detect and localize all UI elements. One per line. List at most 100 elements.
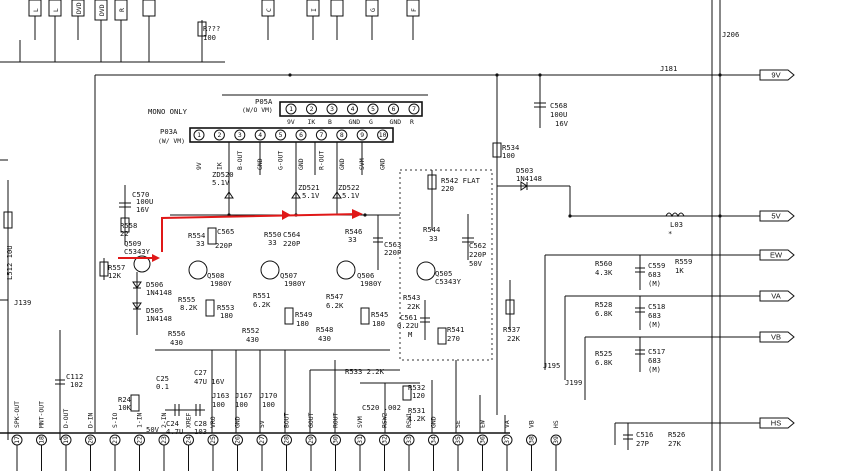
d503-part: 1N4148	[516, 174, 542, 183]
r545-val: 180	[372, 319, 385, 328]
q505-ref: Q505	[435, 269, 452, 278]
r526-val: 27K	[668, 439, 682, 448]
top-label-4: DVD	[98, 4, 106, 16]
rail-hs-label: HS	[771, 419, 781, 428]
bottom-pin-name: S-IO	[111, 412, 119, 428]
zd521-val: 5.1V	[302, 191, 320, 200]
r558-ref: R558	[120, 221, 137, 230]
p05a-pins-signal: GND	[390, 118, 402, 126]
zd521-ref: ZD521	[298, 183, 320, 192]
bottom-pin-name: SE	[454, 420, 462, 428]
r559-ref: R559	[675, 257, 692, 266]
d505-ref: D505	[146, 306, 163, 315]
annotation-arrows	[118, 209, 363, 262]
c564-ref: C564	[283, 230, 300, 239]
r547-ref: R547	[326, 292, 343, 301]
l03-ref: L03	[670, 220, 683, 229]
p03a-pins-pin-number: 6	[299, 131, 303, 139]
rail-va-flag	[759, 290, 795, 302]
c570-volt: 16V	[136, 205, 150, 214]
rail-ew-flag	[759, 249, 795, 261]
bottom-pin-number: 38	[528, 436, 536, 444]
top-label-8: G	[369, 8, 377, 12]
q508-part: 1980Y	[210, 279, 232, 288]
j167-ref: J167	[235, 391, 252, 400]
p03a-pins-signal: 9V	[195, 162, 203, 170]
r-top-ref: R???	[203, 24, 220, 33]
rail-ew-label: EW	[770, 251, 783, 260]
c518-ref: C518	[648, 302, 665, 311]
p03a-pins-pin-4	[254, 129, 266, 141]
p03a-pins-pin-number: 10	[379, 131, 387, 139]
bottom-pin-number: 20	[87, 436, 95, 444]
c516-val: 27P	[636, 439, 649, 448]
bottom-pin-name: HS	[552, 420, 560, 428]
j206-label: J206	[722, 30, 739, 39]
c112-ref: C112	[66, 372, 83, 381]
r545-ref: R545	[371, 310, 388, 319]
j167-val: 100	[235, 400, 248, 409]
r556-val: 430	[170, 338, 183, 347]
r551-ref: R551	[253, 291, 270, 300]
q507-part: 1980Y	[284, 279, 306, 288]
bottom-pin-number: 31	[356, 436, 364, 444]
r556-ref: R556	[168, 329, 185, 338]
bottom-pin-number: 21	[111, 436, 119, 444]
bottom-pin-number: 35	[454, 436, 462, 444]
r542-val: 220	[441, 184, 454, 193]
p05a-pins-pin-number: 4	[351, 105, 355, 113]
voltage-50v: 50V	[146, 425, 160, 434]
bottom-pin-number: 29	[307, 436, 315, 444]
p03a-pins-pin-number: 9	[360, 131, 364, 139]
c25-ref: C25	[156, 374, 169, 383]
c24-ref: C24	[166, 419, 179, 428]
p05a-pins-signal: G	[369, 118, 373, 126]
rail-vb-flag	[759, 331, 795, 343]
l512-label: L512 10U	[5, 245, 14, 280]
p03a-pins-pin-6	[295, 129, 307, 141]
p03a-pins-signal: R-OUT	[317, 151, 325, 170]
c565-val: 220P	[215, 241, 232, 250]
bottom-pin-name: 1-IN	[136, 412, 144, 428]
p05a-pins-signal: B	[328, 118, 332, 126]
bottom-connector: 17SPK-OUT18MNT-OUT19D-OUT20D-IN21S-IO221…	[0, 401, 562, 471]
p03a-pins-pin-number: 8	[340, 131, 344, 139]
p05a-pins-pin-number: 1	[289, 105, 293, 113]
r531-ref: R531	[408, 406, 425, 415]
r550-val: 33	[268, 238, 277, 247]
bottom-components: R24 10K C25 0.1 C27 47U 16V C24 4.7U C28…	[118, 350, 506, 436]
bottom-pin-name: MNT-OUT	[38, 401, 46, 428]
bottom-pin-number: 18	[38, 436, 46, 444]
p05a-pins-pin-number: 5	[371, 105, 375, 113]
arrow-lower-head	[152, 254, 160, 262]
connector-p03a: P03A (W/ VM) 19V2IK3B-OUT4GND5G-OUT6GND7…	[158, 127, 394, 170]
p03a-pins-pin-3	[234, 129, 246, 141]
bottom-pin-name: SVM	[356, 416, 364, 428]
p03a-name: P03A	[160, 127, 178, 136]
r546-ref: R546	[345, 227, 362, 236]
r544-val: 33	[429, 234, 438, 243]
r525-val: 6.8K	[595, 358, 613, 367]
c570-ref: C570	[132, 190, 149, 199]
q509-ref: Q509	[124, 239, 141, 248]
bottom-pin-name: D-IN	[87, 412, 95, 428]
bottom-pin-name: BOUT	[283, 412, 291, 428]
top-label-9: F	[410, 8, 418, 12]
r554-ref: R554	[188, 231, 205, 240]
right-filters: R560 4.3K C559 683 (M) R559 1K R528 6.8K…	[543, 255, 692, 450]
r547-val: 6.2K	[326, 301, 344, 310]
p03a-pins-signal: IK	[215, 162, 223, 170]
r558-val: 22	[120, 229, 129, 238]
c563-ref: C563	[384, 240, 401, 249]
p03a-pins-pin-5	[275, 129, 287, 141]
p03a-pins-signal: GND	[338, 158, 346, 170]
j170-ref: J170	[260, 391, 277, 400]
p05a-pins-signal: IK	[308, 118, 316, 126]
power-rails: J181 9V 5V EW VA VB HS	[95, 64, 795, 429]
c568-val: 100U	[550, 110, 567, 119]
bottom-pin-number: 33	[405, 436, 413, 444]
zd522-ref: ZD522	[338, 183, 360, 192]
rail-9v-flag	[759, 69, 795, 81]
